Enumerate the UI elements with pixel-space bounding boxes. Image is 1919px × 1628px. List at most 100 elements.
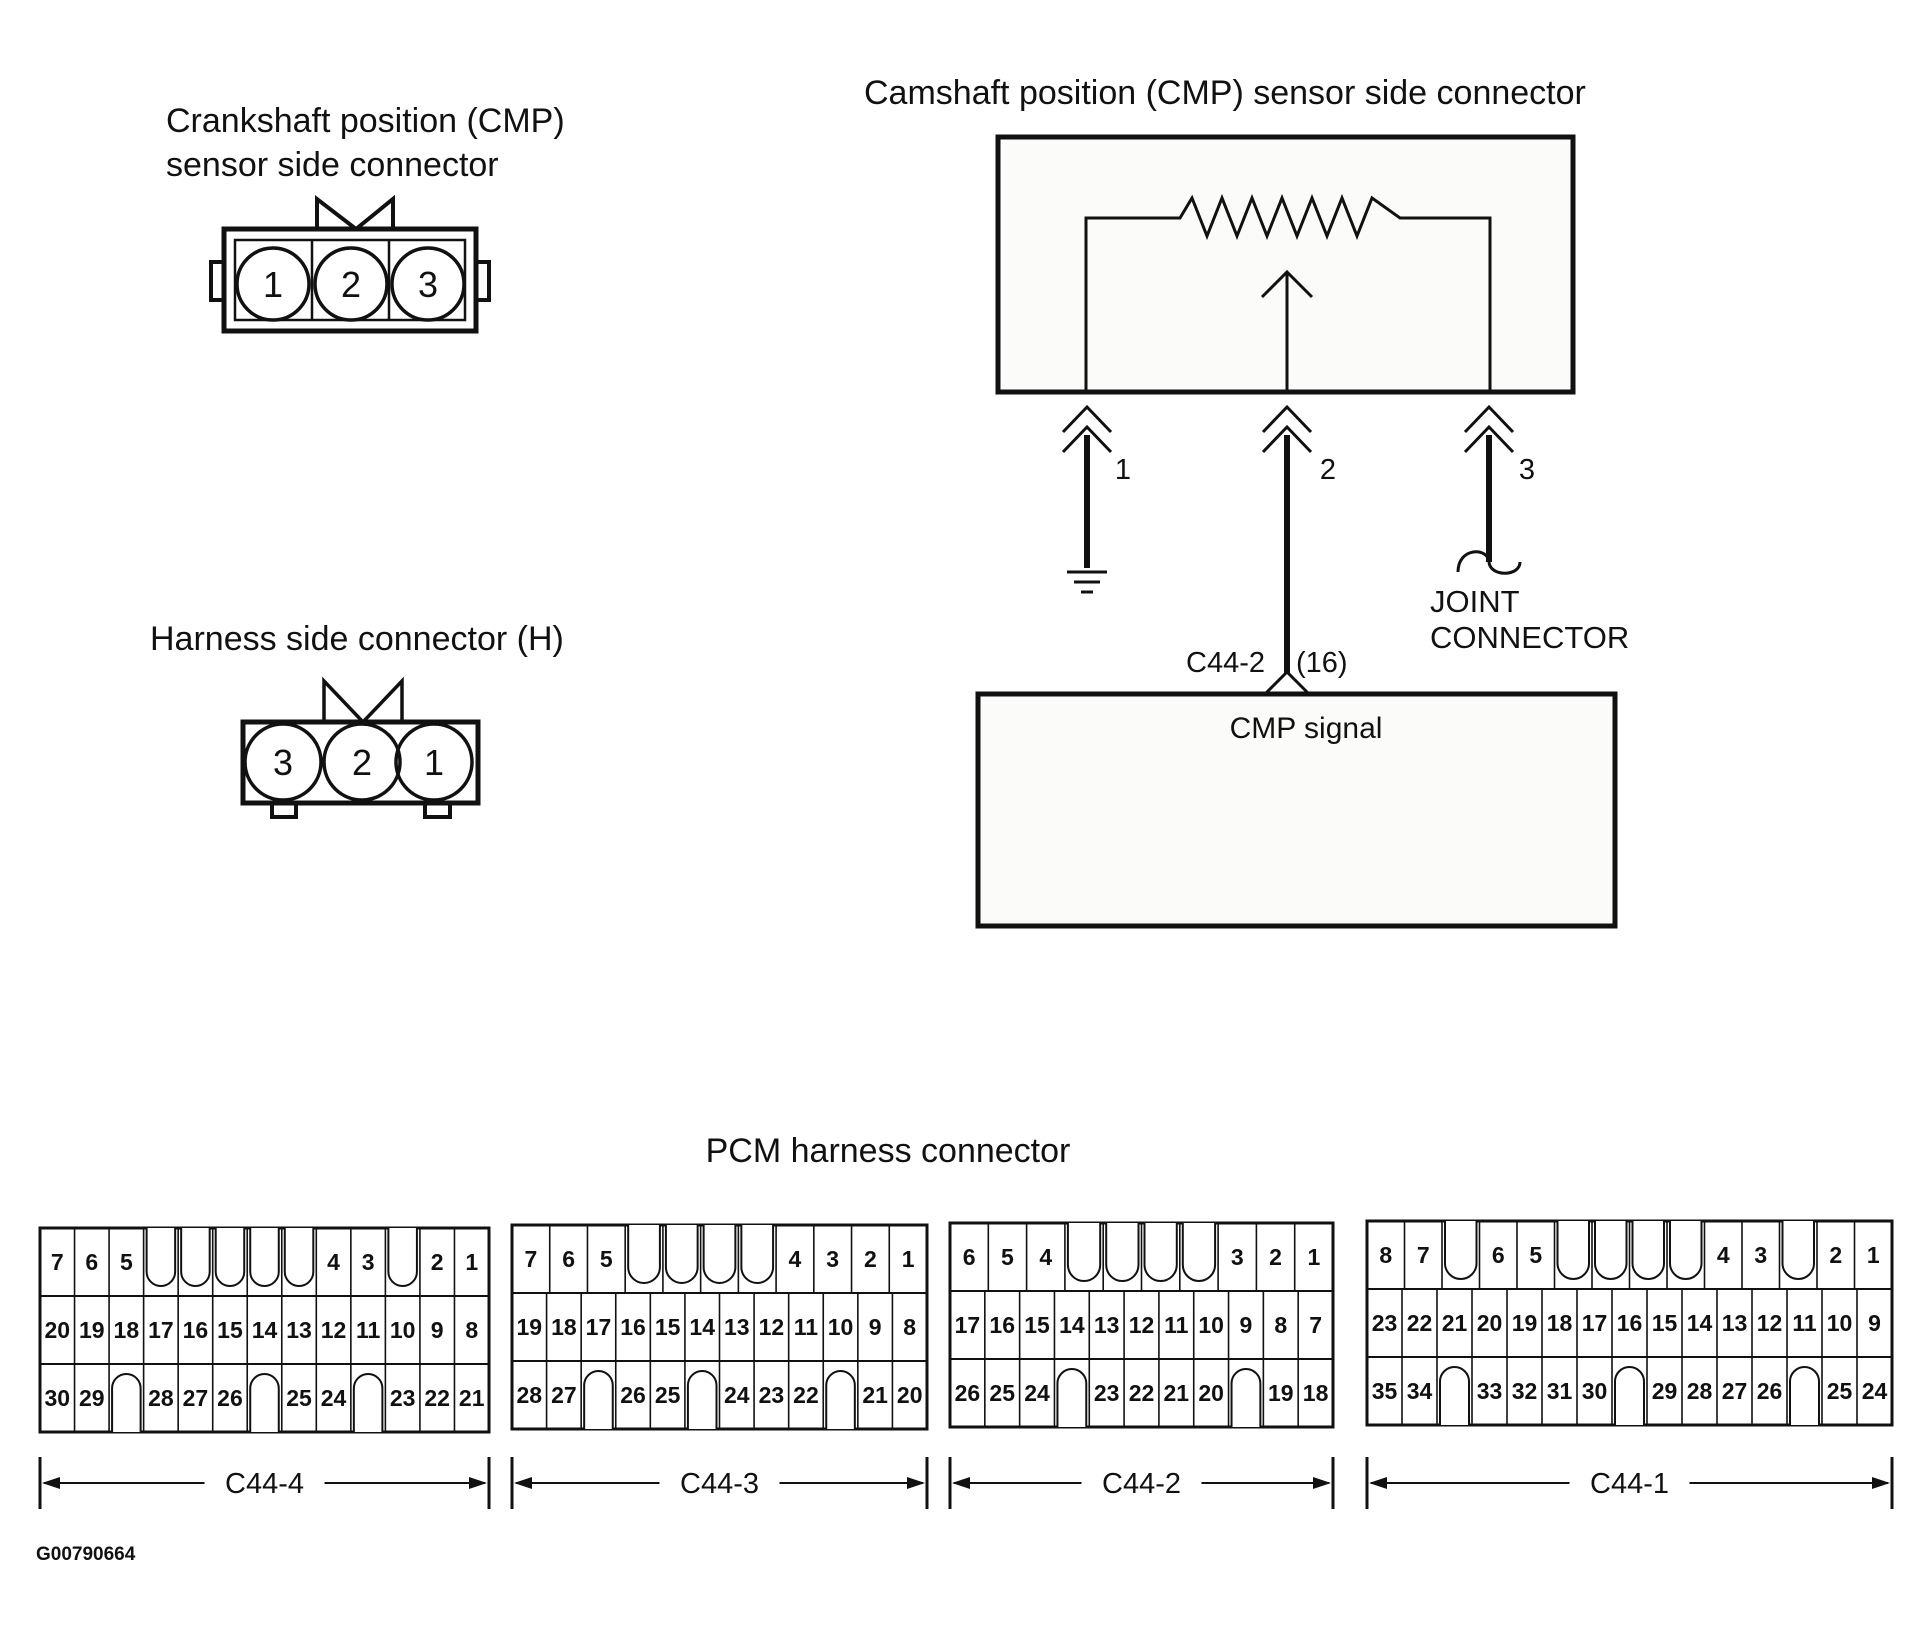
pcm-pin-number: (16): [1296, 647, 1348, 679]
pcm-pin-cell: 5: [600, 1246, 613, 1272]
camshaft-circuit: Camshaft position (CMP) sensor side conn…: [864, 74, 1629, 929]
harness-pin-label: 3: [273, 742, 293, 783]
connector-notch: [1781, 1221, 1815, 1280]
pcm-pin-cell: 11: [1164, 1312, 1189, 1338]
pcm-pin-cell: 3: [362, 1249, 375, 1275]
pcm-pin-cell: 33: [1477, 1378, 1503, 1404]
connector-notch: [387, 1228, 418, 1287]
pcm-pin-cell: 7: [1417, 1242, 1430, 1268]
pcm-pin-cell: 2: [1269, 1244, 1282, 1270]
terminal-1-label: 1: [1115, 454, 1131, 486]
pcm-pin-cell: 1: [902, 1246, 915, 1272]
arrow-right-icon: [1872, 1477, 1890, 1489]
pcm-pin-cell: 1: [1867, 1242, 1880, 1268]
pcm-pin-cell: 21: [862, 1382, 888, 1408]
harness-pin-1: [394, 722, 474, 802]
pcm-pin-cell: 2: [1829, 1242, 1842, 1268]
pcm-pin-cell: 9: [1240, 1312, 1253, 1338]
crankshaft-pin-label: 2: [341, 264, 361, 305]
pcm-pin-cell: 4: [789, 1246, 802, 1272]
pcm-pin-cell: 9: [1868, 1310, 1881, 1336]
pcm-pin-cell: 15: [655, 1314, 681, 1340]
pcm-pin-cell: 28: [516, 1382, 542, 1408]
arrow-right-icon: [1313, 1477, 1331, 1489]
pcm-pin-cell: 17: [148, 1317, 174, 1343]
arrow-left-icon: [42, 1477, 60, 1489]
connector-notch: [1669, 1221, 1703, 1280]
pcm-pin-cell: 23: [1094, 1380, 1120, 1406]
pcm-pin-cell: 13: [286, 1317, 312, 1343]
pcm-pin-cell: 16: [989, 1312, 1015, 1338]
pcm-pin-cell: 11: [794, 1314, 819, 1340]
connector-notch: [180, 1228, 211, 1287]
pcm-pin-cell: 25: [989, 1380, 1015, 1406]
harness-connector-group: Harness side connector (H) 3 2 1: [150, 620, 564, 819]
pcm-pin-cell: 22: [1129, 1380, 1155, 1406]
connector-notch: [1181, 1223, 1217, 1282]
pcm-pin-cell: 17: [586, 1314, 612, 1340]
pcm-pin-cell: 21: [1164, 1380, 1190, 1406]
arrow-left-icon: [952, 1477, 970, 1489]
pcm-pin-cell: 27: [551, 1382, 577, 1408]
connector-notch: [1439, 1366, 1470, 1425]
pcm-pin-cell: 23: [759, 1382, 785, 1408]
pcm-pin-cell: 4: [327, 1249, 340, 1275]
connector-notch: [1556, 1221, 1590, 1280]
pcm-pin-cell: 24: [321, 1385, 347, 1411]
pcm-pin-cell: 11: [356, 1317, 381, 1343]
connector-notch: [249, 1373, 280, 1432]
pcm-pin-cell: 30: [1582, 1378, 1608, 1404]
connector-notch: [1056, 1368, 1088, 1427]
pcm-pin-cell: 27: [183, 1385, 209, 1411]
pcm-pin-cell: 20: [1477, 1310, 1503, 1336]
pcm-pin-cell: 29: [79, 1385, 105, 1411]
diagram-code: G00790664: [36, 1544, 136, 1565]
crankshaft-pin-2: [313, 246, 389, 322]
crankshaft-pin-3: [390, 246, 466, 322]
pcm-pin-cell: 27: [1722, 1378, 1748, 1404]
pcm-connector-name: C44-2: [1102, 1468, 1181, 1500]
pcm-pin-cell: 28: [148, 1385, 174, 1411]
pcm-pin-cell: 18: [114, 1317, 140, 1343]
pcm-pin-cell: 28: [1687, 1378, 1713, 1404]
pcm-pin-cell: 21: [459, 1385, 485, 1411]
connector-notch: [1230, 1368, 1262, 1427]
joint-connector-label-line1: JOINT: [1430, 584, 1520, 619]
pcm-pin-cell: 11: [1792, 1310, 1817, 1336]
pcm-pin-cell: 1: [1307, 1244, 1320, 1270]
pcm-pin-cell: 16: [183, 1317, 209, 1343]
arrow-left-icon: [1369, 1477, 1387, 1489]
pcm-pin-cell: 8: [465, 1317, 478, 1343]
pcm-pin-cell: 14: [1059, 1312, 1085, 1338]
connector-notch: [686, 1370, 718, 1429]
pcm-connector-name: C44-1: [1590, 1468, 1669, 1500]
harness-pin-2: [322, 722, 402, 802]
pcm-pin-cell: 13: [1722, 1310, 1748, 1336]
pcm-pin-cell: 7: [524, 1246, 537, 1272]
pcm-pin-cell: 17: [955, 1312, 981, 1338]
pcm-pin-cell: 20: [897, 1382, 923, 1408]
pcm-pin-cell: 35: [1372, 1378, 1398, 1404]
pcm-pin-cell: 8: [1379, 1242, 1392, 1268]
pcm-pin-cell: 19: [1512, 1310, 1538, 1336]
pcm-pin-cell: 6: [1492, 1242, 1505, 1268]
pcm-pin-cell: 21: [1442, 1310, 1468, 1336]
pcm-pin-cell: 12: [759, 1314, 785, 1340]
pcm-pin-cell: 7: [1309, 1312, 1322, 1338]
pcm-pin-cell: 32: [1512, 1378, 1538, 1404]
pcm-pin-cell: 18: [1547, 1310, 1573, 1336]
pcm-pin-cell: 20: [44, 1317, 70, 1343]
arrow-right-icon: [907, 1477, 925, 1489]
pcm-pin-cell: 9: [869, 1314, 882, 1340]
pcm-pin-cell: 25: [655, 1382, 681, 1408]
connector-notch: [1444, 1221, 1478, 1280]
harness-title: Harness side connector (H): [150, 620, 564, 658]
pcm-pin-cell: 19: [1268, 1380, 1294, 1406]
connector-notch: [249, 1228, 280, 1287]
connector-notch: [214, 1228, 246, 1287]
cmp-signal-label: CMP signal: [1230, 712, 1383, 745]
